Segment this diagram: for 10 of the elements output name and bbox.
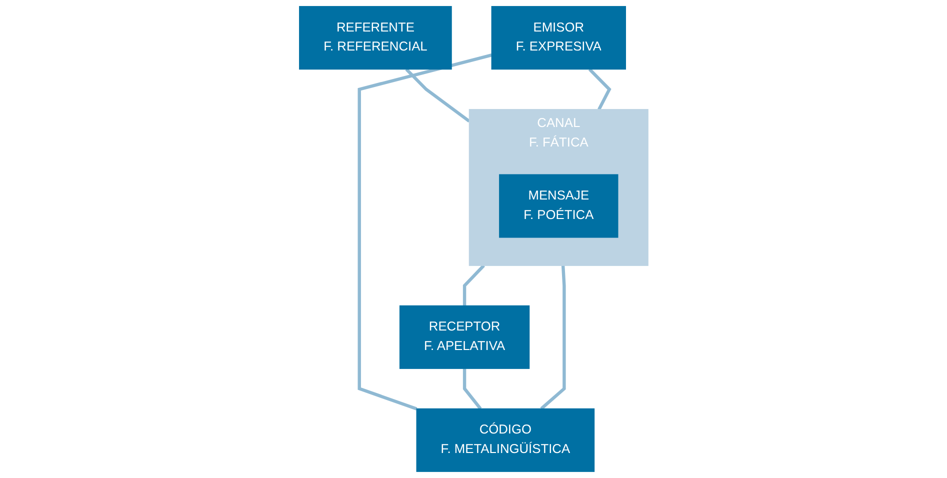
node-box: CÓDIGO F. METALINGÜÍSTICA xyxy=(416,408,594,472)
node-box: MENSAJE F. POÉTICA xyxy=(498,174,618,238)
connector xyxy=(462,368,482,410)
connector xyxy=(540,265,566,410)
node-box: RECEPTOR F. APELATIVA xyxy=(399,305,530,369)
connector xyxy=(404,68,470,123)
node-box: REFERENTE F. REFERENCIAL xyxy=(298,6,452,70)
node-box: EMISOR F. EXPRESIVA xyxy=(491,6,626,70)
connector xyxy=(462,264,485,306)
connector xyxy=(358,54,492,410)
